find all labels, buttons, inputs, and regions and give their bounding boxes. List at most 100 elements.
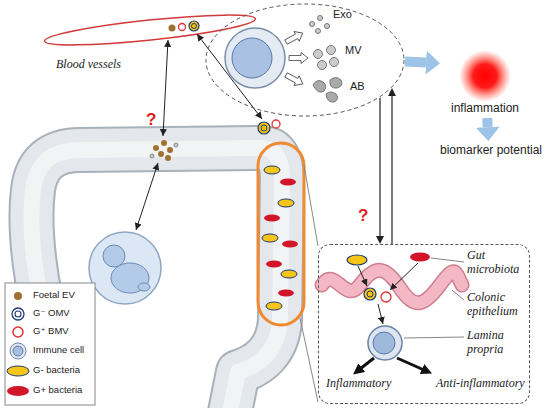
vesicle-release-part	[318, 16, 323, 21]
block-arrow	[482, 118, 492, 127]
colon-illustration-part	[32, 148, 282, 408]
colon-segment-part	[278, 290, 294, 297]
colon-segment-part	[280, 179, 296, 186]
vesicle-release-part	[318, 61, 327, 70]
legend-text: G⁻ OMV	[33, 308, 70, 319]
vessel-label: Blood vessels	[56, 58, 121, 72]
colon-segment-part	[300, 318, 318, 402]
colon-segment-part	[266, 302, 282, 310]
transport-arrow-part	[163, 40, 168, 136]
mucosa-illustration-part	[373, 332, 395, 354]
mucosa-illustration-part	[381, 292, 391, 302]
inflammation-glow	[440, 50, 530, 104]
legend-sample	[10, 343, 26, 359]
legend-text: G+ bacteria	[33, 385, 82, 396]
colon-segment-part	[258, 122, 270, 134]
legend-sample	[14, 292, 22, 300]
blood-vessel	[44, 9, 257, 51]
vesicle-release-part	[330, 58, 339, 67]
legend-sample	[12, 308, 24, 320]
mucosa-illustration-part	[322, 270, 462, 302]
mucosa-illustration-part	[404, 337, 464, 338]
vesicle-release-part	[316, 29, 321, 34]
mucosa-illustration-part	[431, 258, 464, 262]
legend-box	[5, 283, 95, 405]
block-arrow	[405, 61, 426, 62]
mucosa-illustration-part	[397, 358, 424, 370]
vesicle-release-part-part	[283, 70, 305, 89]
colon-segment-part	[264, 215, 280, 222]
question-mark: ?	[146, 110, 156, 130]
blood-vessel-part	[179, 24, 186, 31]
node-text: biomarker potential	[432, 144, 550, 158]
vesicle-release-part	[325, 24, 330, 29]
blood-vessel-part	[169, 25, 176, 32]
legend-sample	[13, 327, 23, 337]
legend-text: G⁺ BMV	[33, 326, 69, 337]
mucosa-illustration	[322, 253, 464, 371]
blood-vessel-part	[44, 9, 257, 51]
foetus-illustration-part	[103, 245, 125, 267]
colon-segment-part	[304, 165, 318, 246]
foetal-ev-cluster-part	[167, 147, 173, 153]
legend-text: G- bacteria	[33, 365, 80, 376]
legend-text: Foetal EV	[33, 290, 75, 301]
colon-segment-part	[258, 143, 304, 325]
colon-illustration	[24, 148, 282, 408]
colon-segment-part	[266, 261, 282, 268]
legend-sample	[13, 346, 23, 356]
colon-segment-part	[261, 125, 267, 131]
legend-sample	[7, 386, 29, 396]
vesicle-release-part-part	[289, 53, 308, 64]
connector-group	[380, 61, 488, 244]
vesicle-release-part	[283, 28, 305, 47]
vesicle-release-part	[232, 38, 272, 78]
node-text: Colonic epithelium	[467, 291, 529, 319]
vesicle-release-part	[313, 81, 326, 93]
legend-text: Immune cell	[33, 345, 84, 356]
colon-segment-part	[281, 270, 297, 278]
vesicle-release-part	[310, 22, 315, 27]
colon-segment-part	[264, 166, 280, 174]
node-text: inflammation	[440, 102, 530, 116]
mucosa-illustration-part	[322, 270, 462, 302]
mucosa-illustration-part	[410, 253, 430, 262]
mucosa-illustration-part	[452, 290, 464, 300]
arrow	[379, 98, 380, 236]
foetus-illustration	[89, 232, 161, 304]
colon-illustration-part	[32, 148, 282, 408]
foetal-ev-cluster-part	[161, 140, 167, 146]
foetal-ev-cluster-part	[165, 155, 171, 161]
vesicle-release-part	[327, 46, 336, 55]
dashed-ellipse-outline	[206, 4, 404, 116]
legend-sample	[15, 311, 21, 317]
mucosa-illustration-part	[360, 358, 374, 369]
vesicle-release-part	[283, 70, 305, 89]
outcome-label: Inflammatory	[326, 377, 391, 391]
node-text: Lamina propria	[467, 329, 529, 357]
foetus-illustration-part	[111, 263, 149, 293]
node-text: Exo	[333, 8, 352, 21]
colon-segment-part	[278, 199, 294, 207]
vesicle-release-part-part	[283, 28, 305, 47]
node-text: Gut microbiota	[467, 249, 529, 277]
foetus-illustration-part	[89, 232, 161, 304]
mucosa-illustration-part	[347, 255, 367, 265]
mucosa-illustration-part	[367, 291, 373, 297]
foetal-ev-cluster-part	[174, 143, 178, 147]
mucosa-illustration-part	[364, 288, 376, 300]
foetal-ev-cluster-part	[158, 151, 164, 157]
question-mark: ?	[358, 206, 368, 226]
arrow	[391, 96, 392, 244]
glow-circle	[459, 50, 511, 102]
outcome-label: Anti-inflammatory	[436, 377, 525, 391]
legend-box-part	[5, 283, 95, 405]
blood-vessel-part	[192, 24, 197, 29]
mucosa-illustration-part	[368, 326, 402, 360]
vesicle-release-part	[289, 53, 308, 64]
foetal-ev-cluster-part	[153, 145, 159, 151]
mucosa-illustration-part	[390, 263, 418, 290]
colon-segment-part	[262, 234, 278, 242]
biomarker-node: biomarker potential	[432, 141, 550, 163]
